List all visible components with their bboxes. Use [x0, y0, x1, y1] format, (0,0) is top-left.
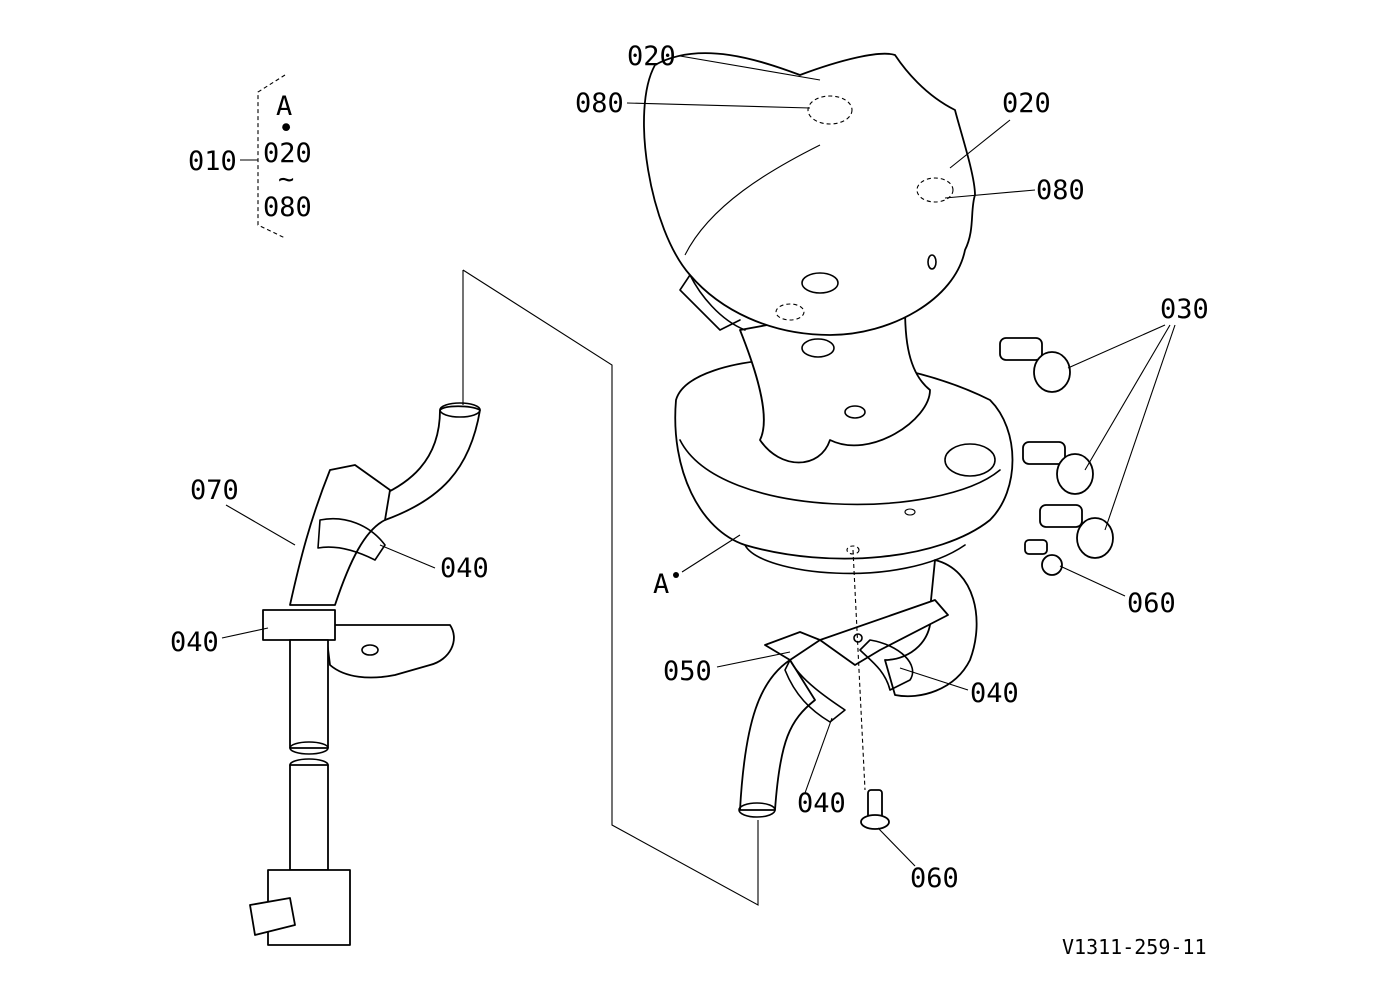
connection-line [462, 269, 759, 906]
tank-neck [739, 299, 931, 464]
fitting-080-right [916, 177, 954, 203]
right-hose [738, 549, 978, 830]
callout-040-right: 040 [970, 678, 1019, 709]
mount-bracket [324, 624, 455, 679]
screw-030-middle [1022, 441, 1094, 495]
callout-050: 050 [663, 656, 712, 687]
bowl-bottom [744, 544, 966, 575]
hose-vertical-lower [289, 764, 329, 871]
bowl-hole [944, 443, 996, 477]
clamp-040-left-upper [317, 518, 386, 561]
tank-tab [679, 274, 741, 331]
hose-top-end [439, 402, 481, 418]
tank-small-hole [927, 254, 937, 270]
screw-060-bottom [860, 789, 890, 830]
neck-hole [844, 405, 866, 419]
callout-040-left-upper: 040 [440, 553, 489, 584]
key-to: 080 [263, 192, 312, 223]
tank-seam [689, 274, 746, 331]
clamp-040-left-lower [262, 609, 336, 641]
callout-040-left-lower: 040 [170, 627, 219, 658]
callout-060-right: 060 [1127, 588, 1176, 619]
callout-010: 010 [188, 146, 237, 177]
callout-040-bottom: 040 [797, 788, 846, 819]
left-hose-assembly [249, 402, 481, 946]
tank-assembly [643, 52, 1014, 575]
tank-body [643, 52, 976, 336]
callout-080-right: 080 [1036, 175, 1085, 206]
sensor-connector [249, 897, 296, 936]
hose-top-bend [369, 405, 481, 521]
tank-hole-2 [775, 303, 805, 321]
callout-060-bottom: 060 [910, 863, 959, 894]
tank-hole-3 [801, 338, 835, 358]
callout-080-top: 080 [575, 88, 624, 119]
tank-edge [684, 144, 821, 256]
bowl-pin-hole [904, 508, 916, 516]
key-bracket [257, 74, 286, 239]
hose-end [738, 802, 776, 818]
key-tilde: ~ [278, 164, 294, 195]
callout-020-top: 020 [627, 41, 676, 72]
mount-hole [361, 644, 379, 656]
assembly-key: 010 A • 020 ~ 080 [188, 74, 312, 239]
bracket-plate [819, 599, 949, 666]
hose-vertical-upper [289, 639, 329, 749]
screw-030-top [999, 337, 1071, 393]
hose-lower [739, 659, 816, 811]
hose-upper-bend [884, 559, 978, 698]
bowl-rim [679, 439, 1001, 506]
callout-070: 070 [190, 475, 239, 506]
key-dot: • [278, 113, 294, 144]
elbow-070 [289, 464, 391, 606]
callout-a: A [653, 569, 669, 600]
screws-030 [999, 337, 1114, 576]
leader-lines [221, 55, 1176, 867]
fitting-080-top [807, 95, 853, 125]
screw-axis [852, 549, 866, 791]
key-from: 020 [263, 138, 312, 169]
screw-060-right [1024, 539, 1063, 576]
tank-hole-1 [801, 272, 839, 294]
callout-030: 030 [1160, 294, 1209, 325]
callout-a-dot [673, 572, 679, 578]
screw-030-bottom [1039, 504, 1114, 559]
figure-code: V1311-259-11 [1062, 935, 1207, 959]
key-ref-a: A [276, 91, 292, 122]
hose-break-upper [289, 741, 329, 755]
callout-020-right: 020 [1002, 88, 1051, 119]
clamp-040-upper [859, 639, 914, 691]
callout-labels: 020 080 020 080 030 060 060 070 040 040 … [170, 41, 1209, 959]
